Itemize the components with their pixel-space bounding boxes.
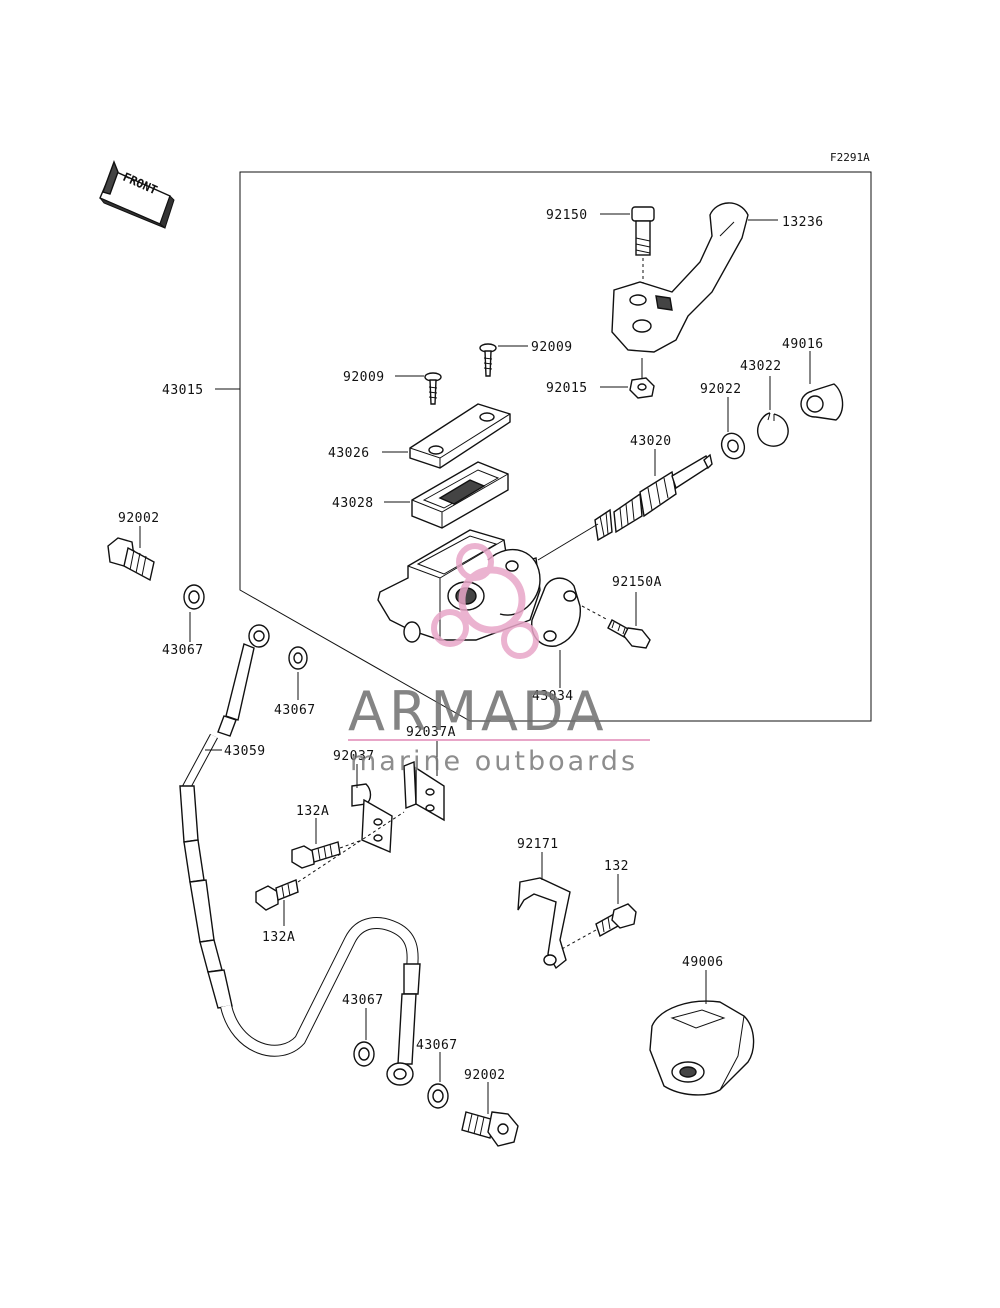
bolt-icon — [291, 839, 363, 869]
part-number: 92002 — [118, 511, 160, 526]
copper-washer-icon — [427, 1083, 449, 1109]
part-number: 43028 — [332, 496, 374, 511]
washer-icon — [720, 432, 746, 460]
diaphragm-icon — [411, 461, 509, 529]
part-number: 92009 — [531, 340, 573, 355]
part-number: 43034 — [532, 689, 574, 704]
bracket-icon — [517, 877, 571, 970]
copper-washer-icon — [288, 646, 308, 670]
dust-boot-icon — [800, 383, 844, 421]
clamp-bolt-icon — [581, 605, 651, 649]
screw-icon — [424, 372, 442, 405]
part-number: 43067 — [162, 643, 204, 658]
lever-cover-icon — [649, 1000, 755, 1096]
part-number: 49006 — [682, 955, 724, 970]
part-number: 92002 — [464, 1068, 506, 1083]
watermark-tagline: marine outboards — [350, 746, 638, 777]
part-number: 43067 — [416, 1038, 458, 1053]
part-number: 92150 — [546, 208, 588, 223]
part-number: 92015 — [546, 381, 588, 396]
part-number: 43067 — [274, 703, 316, 718]
part-number: 132A — [296, 804, 329, 819]
part-number: 132 — [604, 859, 629, 874]
front-arrow-icon: FRONT — [99, 160, 175, 229]
part-number: 49016 — [782, 337, 824, 352]
part-number: 43022 — [740, 359, 782, 374]
brake-lever-icon — [611, 202, 749, 353]
assembly-frame — [239, 171, 872, 722]
nut-icon — [629, 377, 655, 399]
bolt-icon — [255, 811, 405, 911]
watermark-brand: ARMADA — [348, 680, 608, 743]
part-number: 43067 — [342, 993, 384, 1008]
part-number: 92009 — [343, 370, 385, 385]
banjo-bolt-icon — [107, 537, 155, 582]
part-number: 92022 — [700, 382, 742, 397]
part-number: 13236 — [782, 215, 824, 230]
part-number: 43020 — [630, 434, 672, 449]
part-number: 43026 — [328, 446, 370, 461]
hose-clamp-icon — [403, 760, 445, 822]
copper-washer-icon — [183, 584, 205, 610]
screw-icon — [479, 343, 497, 377]
leader-piston-axis — [537, 523, 599, 561]
banjo-bolt-icon — [461, 1111, 519, 1147]
hose-clamp-icon — [351, 783, 393, 854]
watermark-logo-icon — [431, 543, 539, 659]
copper-washer-icon — [353, 1041, 375, 1067]
piston-icon — [594, 453, 713, 542]
bolt-icon — [559, 903, 637, 951]
brake-hose-icon — [179, 624, 421, 1086]
part-number: 92171 — [517, 837, 559, 852]
figure-ref: F2291A — [830, 151, 870, 164]
part-number: 132A — [262, 930, 295, 945]
pivot-bolt-icon — [631, 206, 655, 300]
part-number: 92037A — [406, 725, 456, 740]
part-number: 43059 — [224, 744, 266, 759]
part-number: 92037 — [333, 749, 375, 764]
circlip-icon — [756, 412, 789, 447]
reservoir-cap-icon — [409, 403, 511, 469]
part-number: 92150A — [612, 575, 662, 590]
part-number: 43015 — [162, 383, 204, 398]
